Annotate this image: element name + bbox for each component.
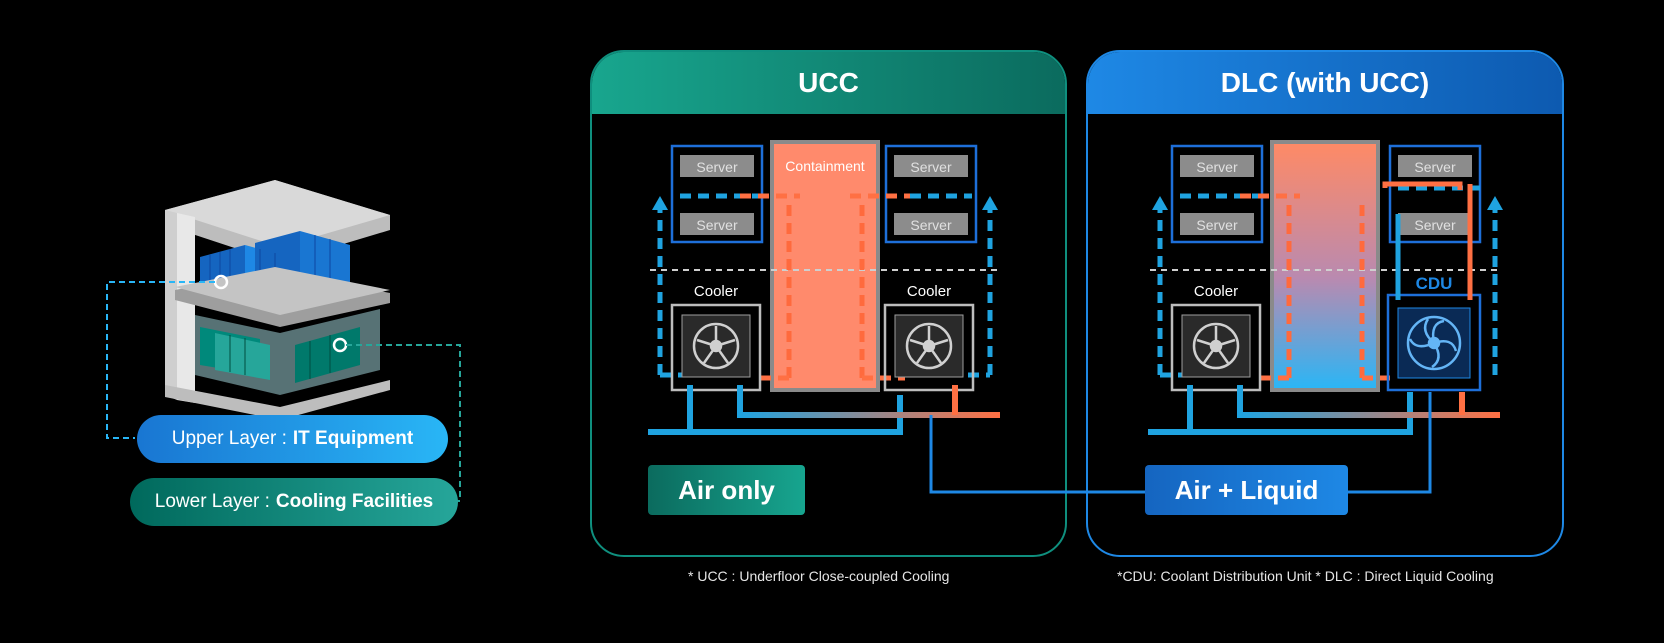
dlc-diagram <box>1148 140 1503 494</box>
ucc-title: UCC <box>798 67 859 98</box>
dlc-tag-text: Air + Liquid <box>1174 474 1319 505</box>
ucc-right-cooler <box>883 303 975 392</box>
dlc-cooler-label: Cooler <box>1193 283 1239 300</box>
dlc-footnote: *CDU: Coolant Distribution Unit * DLC : … <box>1117 568 1494 584</box>
upper-layer-pill: Upper Layer : IT Equipment <box>137 415 448 463</box>
ucc-panel: UCC <box>590 50 1067 557</box>
ucc-left-cooler <box>670 303 762 392</box>
ucc-diagram <box>648 140 1145 494</box>
cdu-box <box>1386 293 1482 392</box>
cdu-fan-icon <box>1406 315 1462 371</box>
lower-layer-pill: Lower Layer : Cooling Facilities <box>130 478 458 526</box>
upper-layer-label: Upper Layer : <box>171 428 287 449</box>
ucc-footnote: * UCC : Underfloor Close-coupled Cooling <box>688 568 950 584</box>
ucc-tag-text: Air only <box>678 474 775 505</box>
dlc-server-label-3: Server <box>1414 159 1456 175</box>
dlc-cdu-label: CDU <box>1415 274 1453 293</box>
ucc-cooler-label-left: Cooler <box>693 283 739 300</box>
ucc-right-fan-icon <box>905 322 953 370</box>
dlc-server-label-4: Server <box>1414 217 1456 233</box>
ucc-panel-header: UCC <box>592 52 1065 114</box>
ucc-cooler-label-right: Cooler <box>906 283 952 300</box>
dlc-air-liquid-tag: Air + Liquid <box>1145 465 1348 515</box>
upper-layer-value: IT Equipment <box>292 428 414 449</box>
data-center-building-illustration <box>106 180 461 502</box>
dlc-right-server-rack <box>1388 144 1482 244</box>
ucc-containment-label: Containment <box>785 158 865 174</box>
ucc-server-label-2: Server <box>696 217 738 233</box>
lower-layer-value: Cooling Facilities <box>275 491 434 512</box>
ucc-air-only-tag: Air only <box>648 465 805 515</box>
dlc-title: DLC (with UCC) <box>1220 67 1430 98</box>
lower-layer-label: Lower Layer : <box>154 491 270 512</box>
ucc-server-label-3: Server <box>910 159 952 175</box>
dlc-cooler-fan-icon <box>1192 322 1240 370</box>
ucc-left-fan-icon <box>692 322 740 370</box>
dlc-cooler <box>1170 303 1262 392</box>
dlc-server-label-1: Server <box>1196 159 1238 175</box>
dlc-panel-header: DLC (with UCC) <box>1088 52 1562 114</box>
ucc-server-label-1: Server <box>696 159 738 175</box>
ucc-server-label-4: Server <box>910 217 952 233</box>
dlc-panel: DLC (with UCC) <box>1086 50 1564 557</box>
dlc-server-label-2: Server <box>1196 217 1238 233</box>
